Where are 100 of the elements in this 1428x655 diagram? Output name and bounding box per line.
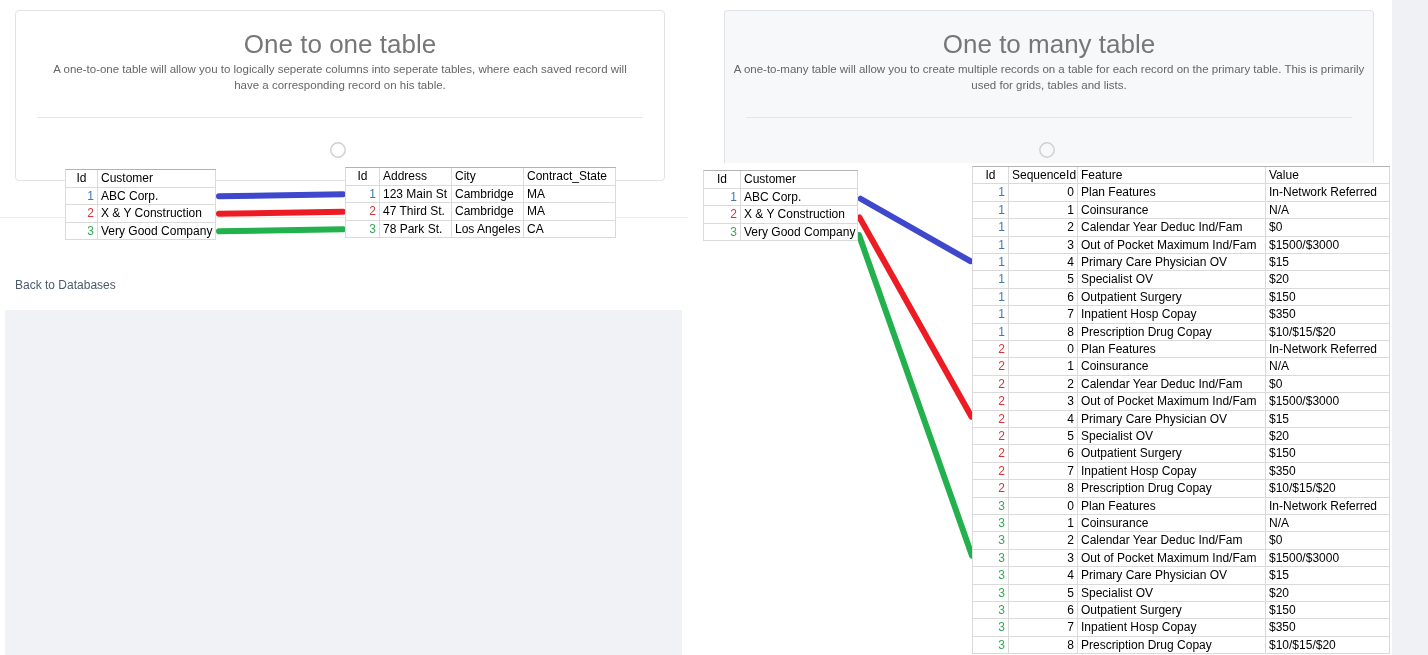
customer-name: ABC Corp.: [98, 187, 216, 204]
feature-name: Outpatient Surgery: [1078, 445, 1266, 462]
feature-value: N/A: [1266, 358, 1390, 375]
customer-name: X & Y Construction: [741, 206, 858, 223]
id-number: 2: [66, 205, 98, 222]
data-table: [65, 169, 216, 240]
city-name: Cambridge: [452, 185, 524, 202]
table-row: [973, 428, 1390, 446]
table-row: [973, 445, 1390, 463]
sequence-number: 3: [1009, 549, 1078, 567]
table-row: [973, 254, 1390, 272]
feature-name: Coinsurance: [1078, 358, 1266, 375]
feature-value: $1500/$3000: [1266, 393, 1390, 410]
id-number: 3: [704, 223, 741, 240]
table-row: [973, 602, 1390, 620]
feature-name: Prescription Drug Copay: [1078, 636, 1266, 654]
id-number: 1: [973, 219, 1009, 236]
connector-line: [216, 191, 346, 200]
connector-line: [216, 208, 346, 217]
sequence-number: 5: [1009, 271, 1078, 288]
feature-value: $15: [1266, 410, 1390, 427]
feature-value: $20: [1266, 271, 1390, 288]
table-row: [346, 203, 616, 221]
sequence-number: 4: [1009, 410, 1078, 427]
id-number: 3: [973, 515, 1009, 532]
column-header: Customer: [98, 170, 216, 188]
sequence-number: 2: [1009, 375, 1078, 393]
column-header: Id: [346, 168, 380, 186]
city-name: Los Angeles: [452, 220, 524, 237]
feature-name: Plan Features: [1078, 341, 1266, 358]
sequence-number: 6: [1009, 602, 1078, 619]
sequence-number: 3: [1009, 393, 1078, 410]
id-number: 2: [973, 341, 1009, 358]
feature-name: Out of Pocket Maximum Ind/Fam: [1078, 549, 1266, 567]
feature-name: Primary Care Physician OV: [1078, 254, 1266, 271]
feature-value: $350: [1266, 619, 1390, 636]
sequence-number: 7: [1009, 462, 1078, 480]
feature-name: Calendar Year Deduc Ind/Fam: [1078, 219, 1266, 236]
feature-value: $15: [1266, 254, 1390, 271]
state-code: CA: [524, 220, 616, 237]
id-number: 2: [973, 393, 1009, 410]
feature-value: $1500/$3000: [1266, 549, 1390, 567]
id-number: 3: [346, 220, 380, 237]
id-number: 1: [973, 306, 1009, 323]
sequence-number: 8: [1009, 323, 1078, 340]
feature-value: $10/$15/$20: [1266, 480, 1390, 497]
sequence-number: 8: [1009, 480, 1078, 497]
data-table: [703, 170, 858, 241]
feature-value: $350: [1266, 462, 1390, 480]
id-number: 1: [346, 185, 380, 202]
feature-name: Specialist OV: [1078, 428, 1266, 445]
feature-value: N/A: [1266, 201, 1390, 219]
customer-name: ABC Corp.: [741, 188, 858, 205]
column-header: Id: [704, 171, 741, 189]
city-name: Cambridge: [452, 203, 524, 220]
feature-name: Plan Features: [1078, 184, 1266, 201]
table-row: [973, 515, 1390, 533]
feature-name: Prescription Drug Copay: [1078, 323, 1266, 340]
connector-line: [856, 232, 975, 559]
feature-value: $10/$15/$20: [1266, 323, 1390, 340]
card-description: A one-to-one table will allow you to logically seperate columns into seperate tables, where each saved record will have a corresponding record on his table.: [52, 62, 628, 93]
feature-value: In-Network Referred: [1266, 184, 1390, 201]
feature-name: Outpatient Surgery: [1078, 288, 1266, 306]
sequence-number: 2: [1009, 219, 1078, 236]
table-row: [973, 271, 1390, 289]
table-row: [973, 480, 1390, 498]
id-number: 2: [973, 445, 1009, 462]
feature-value: $150: [1266, 288, 1390, 306]
feature-value: $0: [1266, 375, 1390, 393]
feature-value: $20: [1266, 584, 1390, 601]
street-address: 47 Third St.: [380, 203, 452, 220]
sequence-number: 8: [1009, 636, 1078, 654]
id-number: 1: [973, 271, 1009, 288]
feature-value: $10/$15/$20: [1266, 636, 1390, 654]
sequence-number: 3: [1009, 236, 1078, 253]
id-number: 1: [973, 236, 1009, 253]
customer-name: Very Good Company: [741, 223, 858, 240]
feature-name: Out of Pocket Maximum Ind/Fam: [1078, 393, 1266, 410]
feature-name: Prescription Drug Copay: [1078, 480, 1266, 497]
feature-name: Coinsurance: [1078, 515, 1266, 532]
sequence-number: 5: [1009, 584, 1078, 601]
connector-line: [216, 226, 346, 235]
id-number: 3: [973, 549, 1009, 567]
id-number: 2: [704, 206, 741, 223]
back-link: Back to Databases: [15, 278, 116, 293]
id-number: 1: [973, 288, 1009, 306]
column-header: Id: [66, 170, 98, 188]
sequence-number: 6: [1009, 288, 1078, 306]
table-row: [973, 567, 1390, 585]
feature-name: Specialist OV: [1078, 584, 1266, 601]
id-number: 3: [66, 222, 98, 239]
feature-name: Primary Care Physician OV: [1078, 567, 1266, 584]
sequence-number: 1: [1009, 201, 1078, 219]
feature-value: In-Network Referred: [1266, 341, 1390, 358]
feature-value: $15: [1266, 567, 1390, 584]
id-number: 2: [973, 358, 1009, 375]
feature-name: Out of Pocket Maximum Ind/Fam: [1078, 236, 1266, 253]
table-row: [704, 206, 858, 224]
feature-value: N/A: [1266, 515, 1390, 532]
table-row: [973, 619, 1390, 637]
